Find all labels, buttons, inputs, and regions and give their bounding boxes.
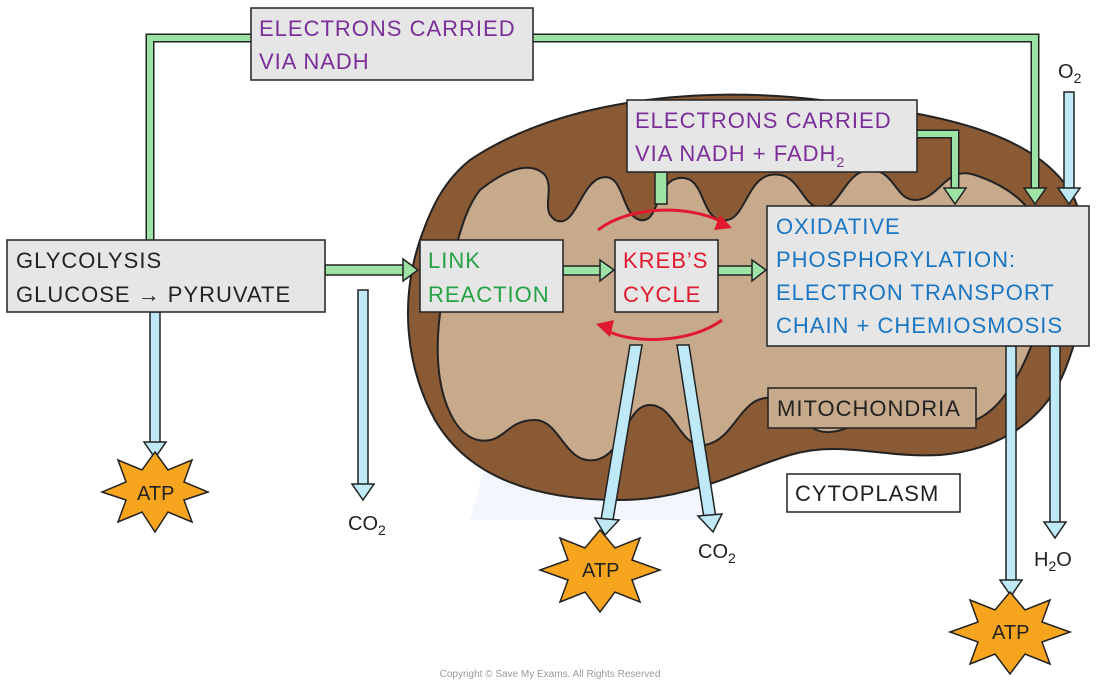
- krebs-cycle-arrows: [596, 208, 732, 341]
- krebs-co2-arrow: [676, 344, 724, 534]
- glycolysis-box-line1: GLYCOLYSIS: [16, 248, 162, 273]
- nadh-box: ELECTRONS CARRIED VIA NADH: [250, 7, 534, 81]
- atp-glycolysis-label: ATP: [137, 483, 174, 505]
- link-co2-arrow: [350, 289, 376, 502]
- glycolysis-box-line2: GLUCOSE → PYRUVATE: [16, 282, 291, 307]
- fadh-box-line1: ELECTRONS CARRIED: [635, 108, 892, 133]
- o2-input-arrow: [1056, 91, 1082, 206]
- atp-burst-oxphos: ATP: [947, 590, 1073, 676]
- link-reaction-box: LINK REACTION: [419, 239, 564, 313]
- cytoplasm-label: CYTOPLASM: [795, 481, 939, 506]
- nadh-box-line2: VIA NADH: [259, 49, 370, 74]
- krebs-cycle-box: KREB’S CYCLE: [614, 239, 719, 313]
- glycolysis-to-link-arrow: [324, 257, 420, 283]
- krebs-atp-arrow: [593, 344, 643, 537]
- o2-label: O2: [1058, 61, 1082, 86]
- copyright-notice: Copyright © Save My Exams. All Rights Re…: [440, 669, 661, 680]
- co2-link-label: CO2: [348, 513, 386, 538]
- oxphos-line1: OXIDATIVE: [776, 214, 901, 239]
- cytoplasm-label-box: CYTOPLASM: [786, 473, 961, 513]
- krebs-box-line2: CYCLE: [623, 282, 701, 307]
- nadh-box-line1: ELECTRONS CARRIED: [259, 16, 516, 41]
- oxphos-atp-arrow: [998, 345, 1024, 598]
- fadh-electron-arrow: [654, 129, 968, 206]
- fadh-box-line2: VIA NADH + FADH2: [635, 141, 845, 170]
- krebs-box-line1: KREB’S: [623, 248, 708, 273]
- fadh-box: ELECTRONS CARRIED VIA NADH + FADH2: [626, 99, 918, 173]
- mitochondria-label: MITOCHONDRIA: [777, 396, 961, 421]
- oxphos-line2: PHOSPHORYLATION:: [776, 247, 1016, 272]
- glycolysis-box: GLYCOLYSIS GLUCOSE → PYRUVATE: [6, 239, 326, 313]
- link-box-line2: REACTION: [428, 282, 550, 307]
- co2-krebs-label: CO2: [698, 541, 736, 566]
- h2o-label: H2O: [1034, 549, 1072, 574]
- oxidative-phosphorylation-box: OXIDATIVE PHOSPHORYLATION: ELECTRON TRAN…: [766, 205, 1090, 347]
- atp-burst-glycolysis: ATP: [99, 450, 211, 534]
- atp-oxphos-label: ATP: [992, 622, 1029, 644]
- oxphos-line3: ELECTRON TRANSPORT: [776, 280, 1055, 305]
- link-box-line1: LINK: [428, 248, 481, 273]
- oxphos-line4: CHAIN + CHEMIOSMOSIS: [776, 313, 1063, 338]
- atp-krebs-label: ATP: [582, 560, 619, 582]
- atp-burst-krebs: ATP: [537, 528, 663, 614]
- mitochondria-label-box: MITOCHONDRIA: [767, 387, 977, 429]
- glycolysis-atp-arrow: [142, 311, 168, 460]
- nadh-electron-arrow: [145, 33, 1048, 240]
